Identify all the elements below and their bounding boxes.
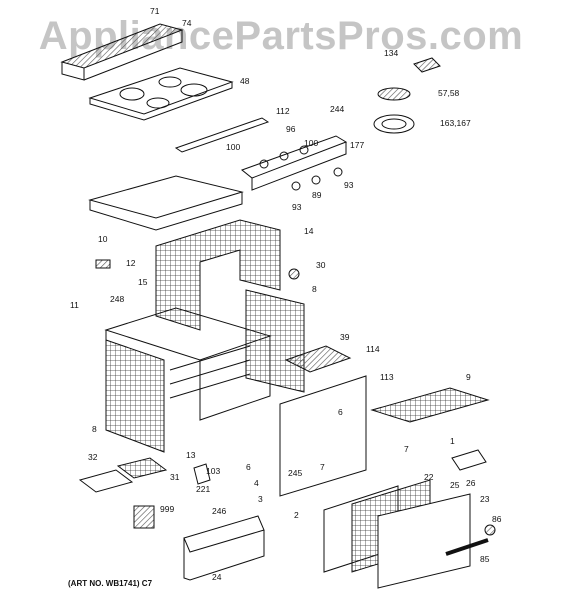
callout-label: 24 <box>212 572 222 582</box>
backsplash-part <box>60 23 184 81</box>
callout-label: 103 <box>206 466 220 476</box>
callout-label: 134 <box>384 48 398 58</box>
bake-element-part <box>284 345 352 373</box>
callout-label: 89 <box>312 190 322 200</box>
callout-label: 26 <box>466 478 476 488</box>
callout-label: 999 <box>160 504 174 514</box>
callout-label: 7 <box>404 444 409 454</box>
switch-part <box>193 463 211 485</box>
callout-label: 86 <box>492 514 502 524</box>
callout-label: 1 <box>450 436 455 446</box>
callout-label: 100 <box>304 138 318 148</box>
callout-label: 244 <box>330 104 344 114</box>
callout-label: 2 <box>294 510 299 520</box>
callout-label: 6 <box>246 462 251 472</box>
callout-label: 96 <box>286 124 296 134</box>
side-panel-left <box>105 339 165 453</box>
callout-label: 114 <box>366 344 380 354</box>
control-panel-part <box>240 135 348 191</box>
front-frame-part <box>279 375 367 497</box>
callout-label: 245 <box>288 468 302 478</box>
art-number: (ART NO. WB1741) C7 <box>68 579 153 588</box>
insulation-wrap-part <box>155 219 281 331</box>
callout-label: 11 <box>70 300 79 310</box>
callout-label: 6 <box>338 407 343 417</box>
cooktop-part <box>88 67 234 121</box>
callout-label: 12 <box>126 258 136 268</box>
callout-label: 7 <box>320 462 325 472</box>
callout-label: 163,167 <box>440 118 471 128</box>
callout-label: 93 <box>344 180 354 190</box>
callout-label: 74 <box>182 18 192 28</box>
drawer-front-part <box>183 515 265 553</box>
drawer-tray-part <box>88 175 244 231</box>
callout-label: 32 <box>88 452 98 462</box>
callout-label: 14 <box>304 226 314 236</box>
callout-label: 10 <box>98 234 108 244</box>
callout-label: 30 <box>316 260 326 270</box>
callout-label: 85 <box>480 554 490 564</box>
callout-label: 93 <box>292 202 302 212</box>
callout-label: 15 <box>138 277 148 287</box>
rail-part <box>174 117 270 153</box>
callout-label: 13 <box>186 450 196 460</box>
oven-door-parts <box>323 479 496 589</box>
callout-label: 177 <box>350 140 364 150</box>
callout-label: 48 <box>240 76 250 86</box>
callout-label: 246 <box>212 506 226 516</box>
callout-label: 100 <box>226 142 240 152</box>
callout-label: 39 <box>340 332 350 342</box>
callout-label: 23 <box>480 494 490 504</box>
literature-part <box>133 505 155 529</box>
oven-rack-part <box>370 387 490 423</box>
burner-parts <box>373 57 441 134</box>
grommet-part <box>288 268 300 280</box>
clip-part <box>95 259 111 269</box>
callout-label: 9 <box>466 372 471 382</box>
callout-label: 31 <box>170 472 180 482</box>
callout-label: 71 <box>150 6 160 16</box>
callout-label: 4 <box>254 478 259 488</box>
callout-label: 112 <box>276 106 290 116</box>
callout-label: 221 <box>196 484 210 494</box>
callout-label: 8 <box>92 424 97 434</box>
callout-label: 113 <box>380 372 394 382</box>
side-panel-right <box>245 289 305 393</box>
broiler-pan-part <box>78 469 134 493</box>
callout-label: 8 <box>312 284 317 294</box>
callout-label: 25 <box>450 480 460 490</box>
broiler-grid-part <box>116 457 168 479</box>
callout-label: 22 <box>424 472 434 482</box>
callout-label: 248 <box>110 294 124 304</box>
callout-label: 57,58 <box>438 88 460 98</box>
callout-label: 3 <box>258 494 263 504</box>
bracket-part <box>451 449 487 471</box>
